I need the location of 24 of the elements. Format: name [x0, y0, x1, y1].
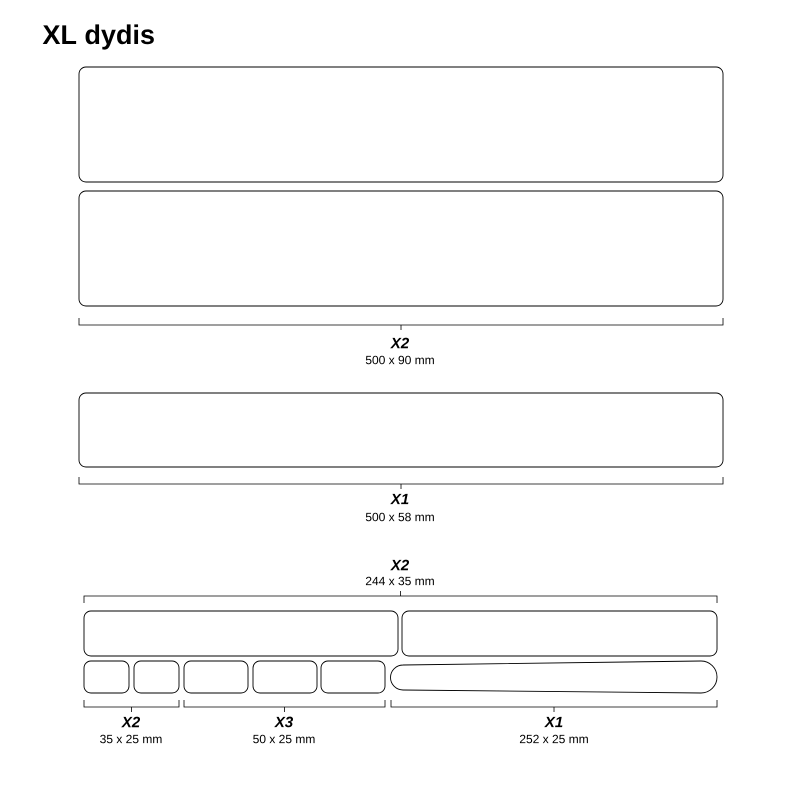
sticker-box — [134, 660, 180, 694]
quantity-label: X2 — [390, 560, 410, 570]
sticker-box — [184, 660, 248, 694]
quantity-label: X2 — [390, 338, 410, 348]
title: XL dydis — [42, 24, 154, 50]
quantity-label: X1 — [390, 494, 408, 504]
sticker-box — [78, 66, 724, 182]
quantity-label: X3 — [274, 716, 293, 728]
sticker-box — [78, 392, 724, 468]
sticker-box — [252, 660, 318, 694]
sticker-box — [84, 610, 398, 656]
quantity-label: X1 — [544, 716, 562, 728]
dimension-label: 500 x 90 mm — [366, 356, 434, 364]
sticker-box — [320, 660, 386, 694]
dimension-label: 252 x 25 mm — [520, 734, 588, 744]
sticker-box — [402, 610, 718, 656]
sticker-box — [84, 660, 130, 694]
dimension-label: 35 x 25 mm — [100, 734, 162, 744]
dimension-label: 50 x 25 mm — [253, 734, 315, 744]
dimension-label: 244 x 35 mm — [366, 576, 434, 586]
sticker-box — [78, 190, 724, 306]
tapered-sticker — [390, 660, 718, 694]
quantity-label: X2 — [121, 716, 140, 728]
dimension-label: 500 x 58 mm — [366, 512, 434, 522]
